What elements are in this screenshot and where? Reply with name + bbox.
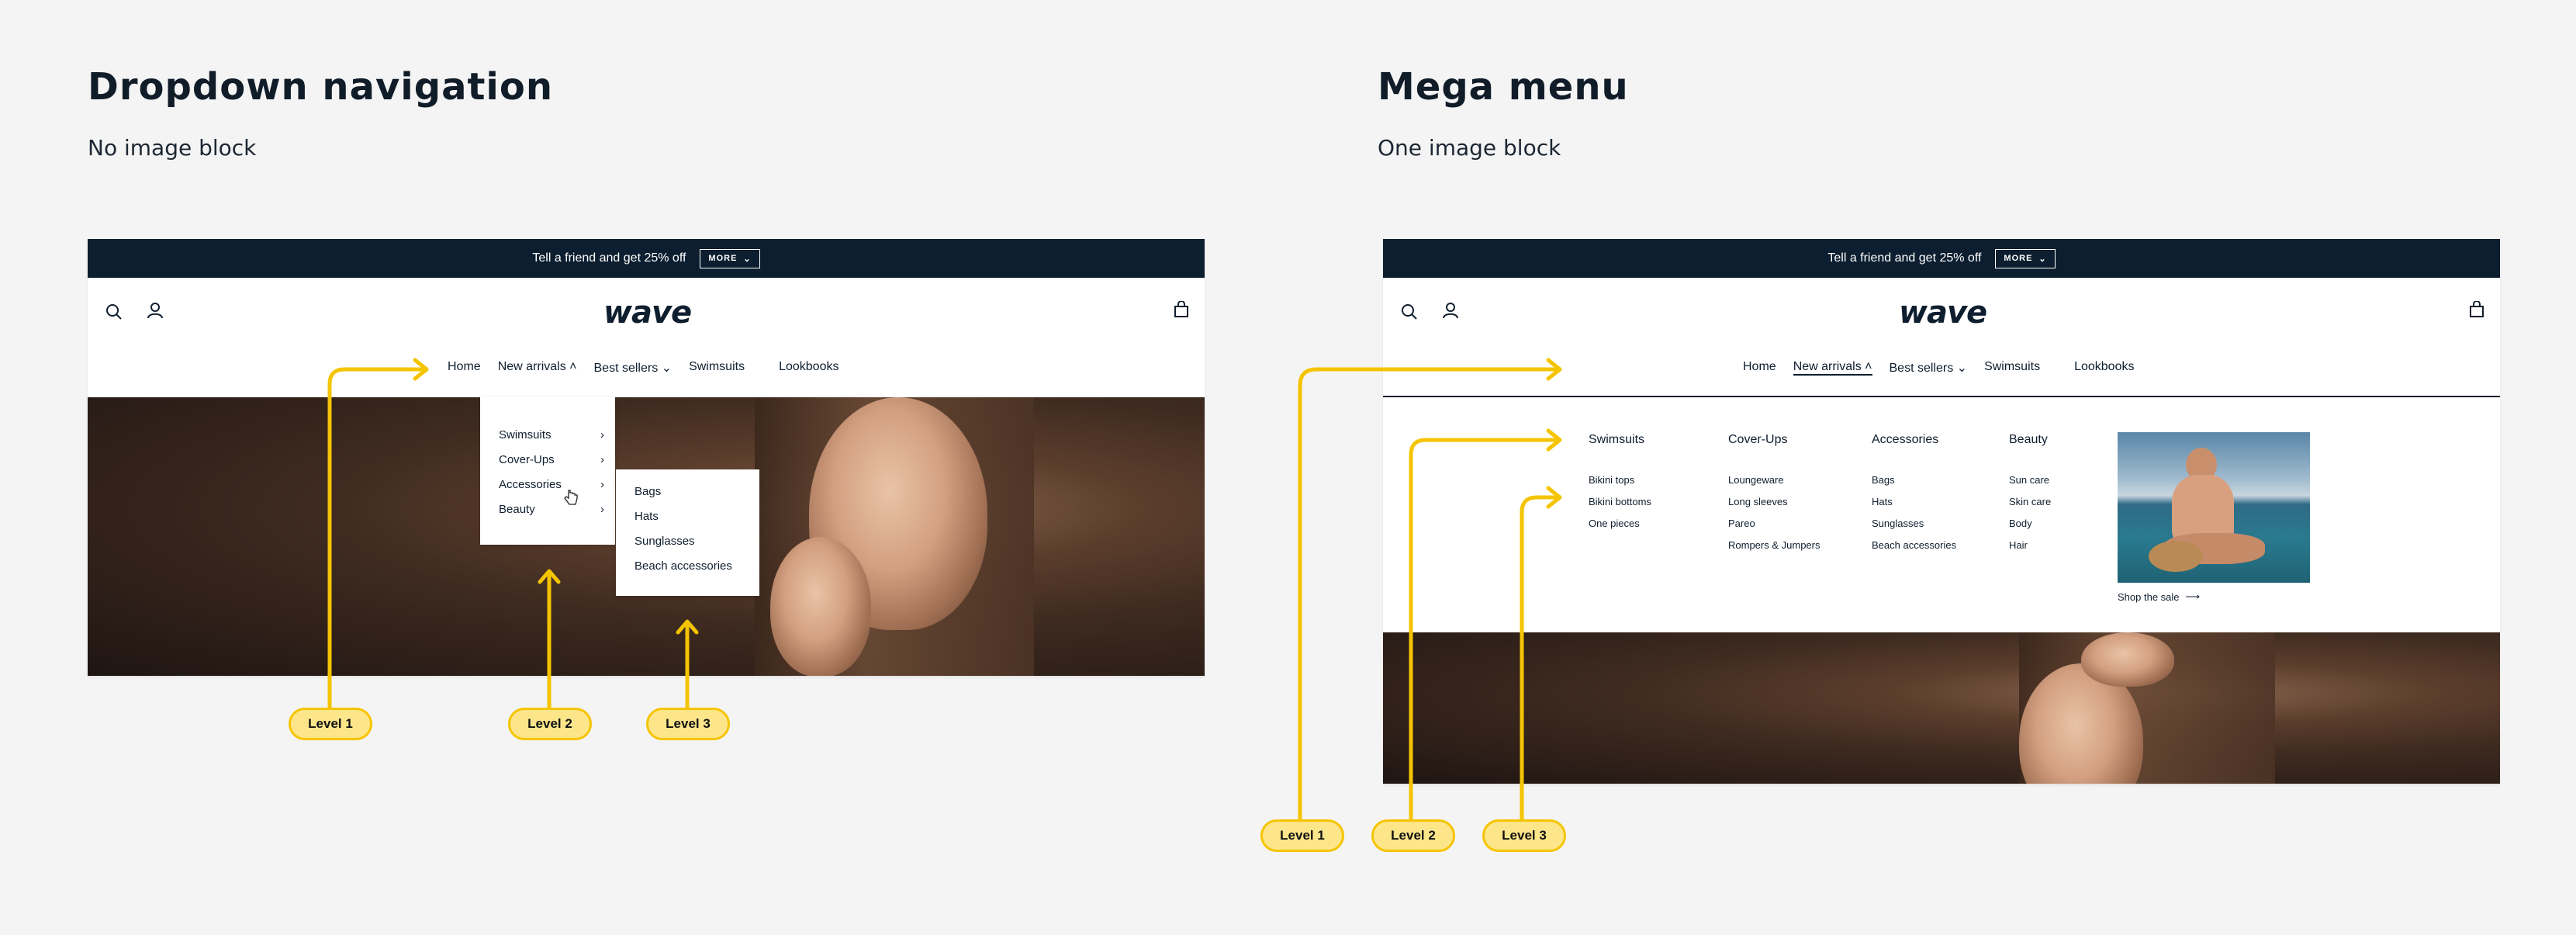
- mega-column-swimsuits: Swimsuits Bikini tops Bikini bottoms One…: [1589, 433, 1651, 539]
- mega-preview-frame: Tell a friend and get 25% off MORE⌄ wave…: [1383, 239, 2500, 784]
- dropdown-level-3: Bags Hats Sunglasses Beach accessories: [616, 469, 759, 596]
- mega-link[interactable]: Bikini tops: [1589, 474, 1635, 486]
- section-subtitle-mega: One image block: [1378, 135, 1561, 161]
- label-level-3: Level 3: [646, 708, 730, 740]
- mega-link[interactable]: Hair: [2009, 539, 2028, 551]
- dropdown-level-2: Swimsuits› Cover-Ups› Accessories› Beaut…: [480, 397, 615, 545]
- cart-icon[interactable]: [2469, 301, 2484, 318]
- mega-heading[interactable]: Accessories: [1872, 433, 1939, 446]
- label-level-2: Level 2: [508, 708, 592, 740]
- section-title-mega: Mega menu: [1378, 65, 1629, 109]
- nav-home[interactable]: Home: [1743, 360, 1776, 373]
- nav-lookbooks[interactable]: Lookbooks: [2074, 360, 2135, 373]
- account-icon[interactable]: [147, 301, 164, 320]
- nav-swimsuits[interactable]: Swimsuits: [1984, 360, 2041, 373]
- chevron-right-icon: ›: [600, 452, 604, 466]
- brand-logo[interactable]: wave: [1899, 295, 1987, 331]
- dropdown-item-hats[interactable]: Hats: [634, 509, 659, 523]
- mega-link[interactable]: Bikini bottoms: [1589, 496, 1651, 507]
- nav-best-sellers[interactable]: Best sellers ⌄: [593, 362, 673, 375]
- annotation-lines-left: [327, 358, 699, 711]
- mega-link[interactable]: Beach accessories: [1872, 539, 1957, 551]
- dropdown-item-bags[interactable]: Bags: [634, 484, 662, 498]
- brand-logo[interactable]: wave: [603, 295, 692, 331]
- announcement-text: Tell a friend and get 25% off: [532, 251, 686, 265]
- section-title-dropdown: Dropdown navigation: [88, 65, 554, 109]
- mega-heading[interactable]: Beauty: [2009, 433, 2048, 446]
- mega-heading[interactable]: Cover-Ups: [1728, 433, 1788, 446]
- dropdown-item-accessories[interactable]: Accessories›: [499, 477, 604, 491]
- chevron-right-icon: ›: [600, 502, 604, 516]
- chevron-up-icon: ˄: [569, 360, 577, 373]
- nav-lookbooks[interactable]: Lookbooks: [779, 360, 839, 373]
- nav-new-arrivals[interactable]: New arrivals ˄: [1793, 360, 1872, 376]
- mega-link[interactable]: One pieces: [1589, 518, 1640, 529]
- mega-link[interactable]: Pareo: [1728, 518, 1755, 529]
- label-level-3: Level 3: [1482, 819, 1566, 852]
- mega-link[interactable]: Hats: [1872, 496, 1893, 507]
- account-icon[interactable]: [1442, 301, 1459, 320]
- chevron-right-icon: ›: [600, 428, 604, 442]
- mega-link[interactable]: Skin care: [2009, 496, 2052, 507]
- dropdown-preview-frame: Tell a friend and get 25% off MORE⌄ wave…: [88, 239, 1205, 676]
- hero-image: [1383, 632, 2500, 784]
- announcement-bar: Tell a friend and get 25% off MORE⌄: [88, 239, 1205, 278]
- chevron-right-icon: ›: [600, 477, 604, 491]
- shop-the-sale-link[interactable]: Shop the sale ⟶: [2118, 590, 2201, 603]
- section-subtitle-dropdown: No image block: [88, 135, 257, 161]
- mega-link[interactable]: Bags: [1872, 474, 1895, 486]
- search-icon[interactable]: [1400, 303, 1419, 321]
- dropdown-item-sunglasses[interactable]: Sunglasses: [634, 534, 695, 548]
- chevron-down-icon: ⌄: [2038, 254, 2047, 264]
- label-level-1: Level 1: [289, 708, 372, 740]
- chevron-down-icon: ⌄: [1956, 362, 1968, 375]
- nav-home[interactable]: Home: [448, 360, 481, 373]
- mega-heading[interactable]: Swimsuits: [1589, 433, 1645, 446]
- nav-divider: [1383, 396, 2500, 397]
- chevron-up-icon: ˄: [1865, 360, 1872, 373]
- dropdown-item-cover-ups[interactable]: Cover-Ups›: [499, 452, 604, 466]
- cart-icon[interactable]: [1174, 301, 1189, 318]
- dropdown-item-swimsuits[interactable]: Swimsuits›: [499, 428, 604, 442]
- mega-link[interactable]: Long sleeves: [1728, 496, 1788, 507]
- mega-column-accessories: Accessories Bags Hats Sunglasses Beach a…: [1872, 433, 1956, 561]
- announcement-bar: Tell a friend and get 25% off MORE⌄: [1383, 239, 2500, 278]
- mega-column-beauty: Beauty Sun care Skin care Body Hair: [2009, 433, 2051, 561]
- more-button[interactable]: MORE⌄: [1995, 248, 2056, 268]
- hand-cursor-icon: [564, 490, 578, 505]
- more-button[interactable]: MORE⌄: [700, 248, 760, 268]
- mega-promo-image[interactable]: [2118, 432, 2310, 583]
- nav-best-sellers[interactable]: Best sellers ⌄: [1889, 362, 1968, 375]
- announcement-text: Tell a friend and get 25% off: [1827, 251, 1982, 265]
- label-level-1: Level 1: [1260, 819, 1344, 852]
- annotation-lines-right: [1298, 358, 1562, 822]
- mega-link[interactable]: Sunglasses: [1872, 518, 1924, 529]
- main-nav: Home New arrivals ˄ Best sellers ⌄ Swims…: [1743, 360, 2134, 376]
- nav-new-arrivals[interactable]: New arrivals ˄: [497, 360, 577, 373]
- dropdown-item-beach-accessories[interactable]: Beach accessories: [634, 559, 732, 573]
- arrow-right-icon: ⟶: [2185, 590, 2201, 602]
- dropdown-item-beauty[interactable]: Beauty›: [499, 502, 604, 516]
- mega-column-cover-ups: Cover-Ups Loungeware Long sleeves Pareo …: [1728, 433, 1820, 561]
- hero-image: [88, 397, 1205, 676]
- mega-link[interactable]: Loungeware: [1728, 474, 1784, 486]
- mega-link[interactable]: Rompers & Jumpers: [1728, 539, 1820, 551]
- nav-swimsuits[interactable]: Swimsuits: [689, 360, 745, 373]
- search-icon[interactable]: [105, 303, 123, 321]
- mega-link[interactable]: Sun care: [2009, 474, 2050, 486]
- label-level-2: Level 2: [1371, 819, 1455, 852]
- chevron-down-icon: ⌄: [661, 362, 673, 375]
- mega-link[interactable]: Body: [2009, 518, 2032, 529]
- main-nav: Home New arrivals ˄ Best sellers ⌄ Swims…: [448, 360, 838, 376]
- chevron-down-icon: ⌄: [743, 254, 752, 264]
